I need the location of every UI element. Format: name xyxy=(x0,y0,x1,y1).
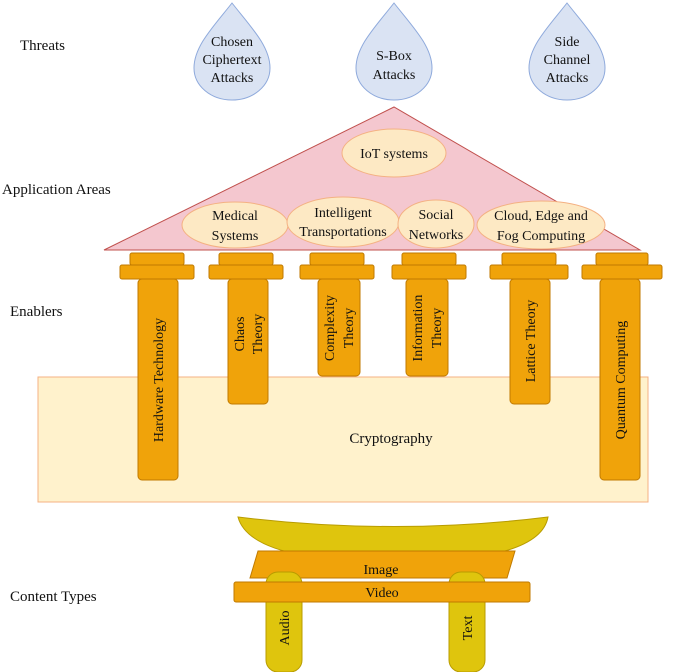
cryptography-label: Cryptography xyxy=(349,431,433,447)
pillar-chaos-theory: Chaos Theory xyxy=(227,278,269,405)
threat-chosen-line2: Ciphertext xyxy=(202,53,261,68)
pillar-complexity-theory: Complexity Theory xyxy=(317,278,361,377)
pillar-hardware-technology: Hardware Technology xyxy=(137,278,179,481)
area-social-networks: Social Networks xyxy=(397,199,475,249)
threat-s-box: S-Box Attacks xyxy=(355,2,433,101)
threat-chosen-line3: Attacks xyxy=(211,71,254,86)
threat-side-line2: Channel xyxy=(544,53,591,68)
pillar-complexity-line1: Complexity xyxy=(323,295,338,361)
pillar-information-line2: Theory xyxy=(430,308,445,348)
area-cloud-edge-fog: Cloud, Edge and Fog Computing xyxy=(476,200,606,250)
cryptography-base xyxy=(37,376,649,503)
area-medical-line2: Systems xyxy=(212,229,259,244)
gate-video-beam xyxy=(233,581,531,603)
content-image-label: Image xyxy=(364,563,399,578)
threat-side-channel: Side Channel Attacks xyxy=(528,2,606,101)
pillar-complexity-line2: Theory xyxy=(342,308,357,348)
area-cloud-line1: Cloud, Edge and xyxy=(494,209,588,224)
area-transport-line1: Intelligent xyxy=(314,206,372,221)
gate-image-beam xyxy=(249,550,516,579)
area-medical-line1: Medical xyxy=(212,209,258,224)
area-social-line1: Social xyxy=(419,208,454,223)
row-label-threats: Threats xyxy=(20,38,65,54)
pillar-chaos-line1: Chaos xyxy=(233,317,248,352)
threat-chosen-line1: Chosen xyxy=(211,35,253,50)
threat-sbox-line2: Attacks xyxy=(373,68,416,83)
pillar-quantum-computing: Quantum Computing xyxy=(599,278,641,481)
pillar-quantum-label: Quantum Computing xyxy=(614,321,629,440)
pillar-information-theory: Information Theory xyxy=(405,278,449,377)
area-social-line2: Networks xyxy=(409,228,463,243)
content-text-label: Text xyxy=(461,616,476,641)
pillar-information-line1: Information xyxy=(411,295,426,362)
area-iot-label: IoT systems xyxy=(360,147,428,162)
area-iot-systems: IoT systems xyxy=(341,128,447,178)
area-intelligent-transportations: Intelligent Transportations xyxy=(286,196,400,248)
area-medical-systems: Medical Systems xyxy=(181,201,289,249)
pillar-lattice-label: Lattice Theory xyxy=(524,300,539,383)
pillar-hardware-label: Hardware Technology xyxy=(152,318,167,442)
content-audio-label: Audio xyxy=(278,611,293,646)
pillar-lattice-theory: Lattice Theory xyxy=(509,278,551,405)
row-label-enablers: Enablers xyxy=(10,304,63,320)
threat-sbox-line1: S-Box xyxy=(376,49,412,64)
content-video-label: Video xyxy=(365,586,398,601)
row-label-application-areas: Application Areas xyxy=(2,182,111,198)
area-cloud-line2: Fog Computing xyxy=(497,229,585,244)
pillar-chaos-line2: Theory xyxy=(251,314,266,354)
row-label-content-types: Content Types xyxy=(10,589,97,605)
threat-side-line3: Attacks xyxy=(546,71,589,86)
threat-chosen-ciphertext: Chosen Ciphertext Attacks xyxy=(193,2,271,101)
threat-side-line1: Side xyxy=(555,35,580,50)
area-transport-line2: Transportations xyxy=(299,225,386,240)
pillar-capitals xyxy=(119,252,663,280)
